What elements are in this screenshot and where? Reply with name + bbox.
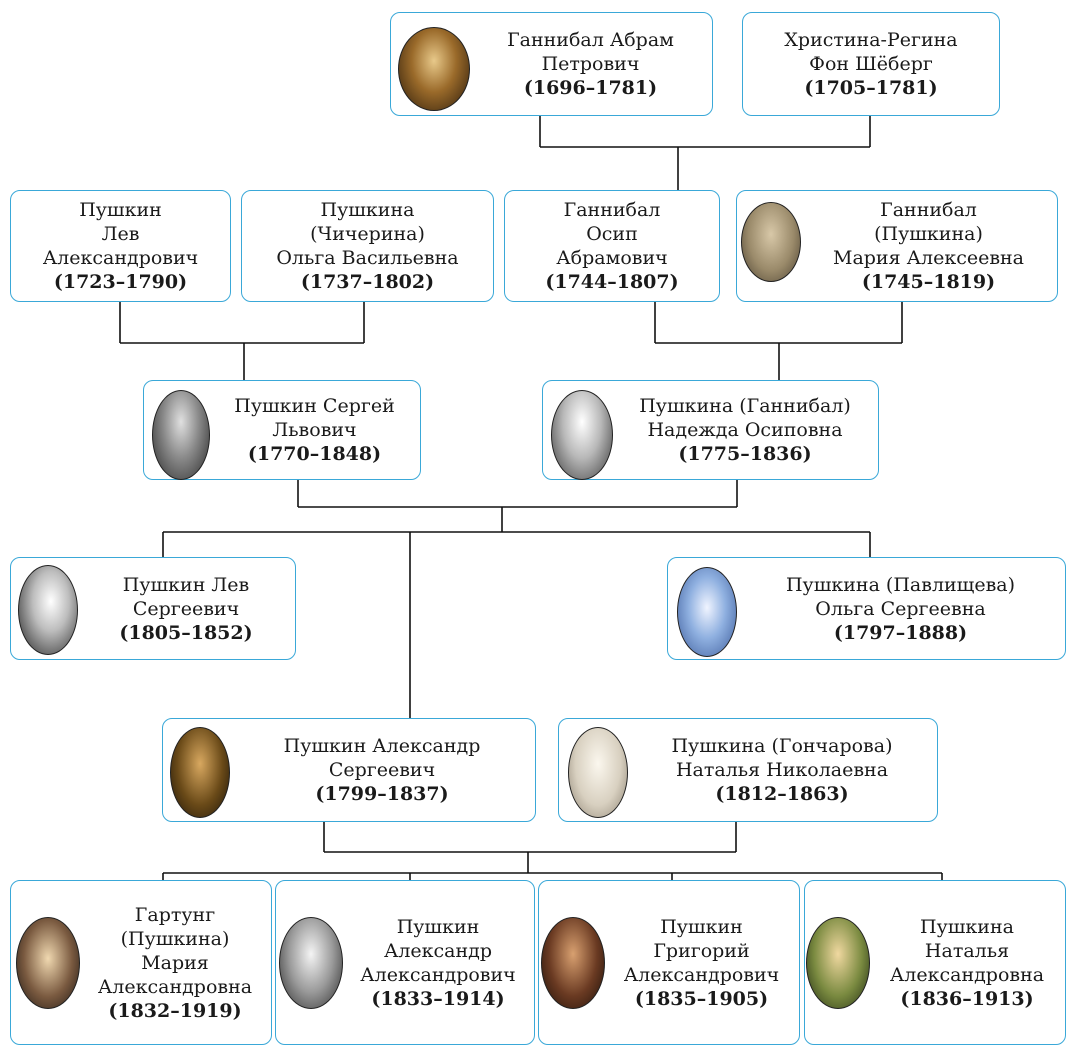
person-name-line: Петрович <box>541 53 640 75</box>
person-name-line: (Чичерина) <box>310 223 425 245</box>
person-name-line: (Пушкина) <box>874 223 983 245</box>
person-years: (1812–1863) <box>715 783 849 805</box>
person-name-line: Пушкин <box>660 915 743 938</box>
portrait-icon <box>541 917 605 1009</box>
person-name-line: Пушкина (Гончарова) <box>671 735 893 757</box>
portrait-icon <box>568 727 628 818</box>
person-name-line: Ганнибал <box>880 199 977 221</box>
person-name-line: Пушкин <box>79 199 162 221</box>
person-years: (1696–1781) <box>523 77 658 99</box>
person-name-line: Пушкин Александр <box>283 735 481 757</box>
person-name-line: (Пушкина) <box>120 927 230 950</box>
person-years: (1797–1888) <box>833 621 968 644</box>
person-name-line: Пушкин Сергей <box>234 395 395 417</box>
person-years: (1745–1819) <box>861 271 996 293</box>
person-name-line: Александрович <box>360 963 516 986</box>
person-name-line: Мария Алексеевна <box>832 247 1025 269</box>
person-name-line: Пушкин <box>396 915 480 938</box>
person-text: Пушкина (Гончарова)Наталья Николаевна(18… <box>633 719 931 821</box>
person-years: (1770–1848) <box>247 443 382 465</box>
person-name-line: Ганнибал Абрам <box>507 29 674 51</box>
person-name-line: Львович <box>272 419 357 441</box>
person-name-line: Александрович <box>42 247 199 269</box>
portrait-icon <box>18 565 78 655</box>
person-name-line: Пушкина (Ганнибал) <box>639 395 851 417</box>
person-name-line: Ольга Васильевна <box>276 247 459 269</box>
person-name-line: Александровна <box>889 963 1045 986</box>
person-name-line: Гартунг <box>134 903 216 926</box>
person-years: (1832–1919) <box>108 999 242 1022</box>
person-name-line: Александровна <box>97 975 253 998</box>
person-name-line: Ольга Сергеевна <box>815 597 986 620</box>
person-name-line: Пушкина <box>920 915 1014 938</box>
person-name-line: Христина-Регина <box>784 29 958 51</box>
person-name-line: Надежда Осиповна <box>647 419 843 441</box>
person-years: (1835–1905) <box>634 987 769 1010</box>
person-name-line: Пушкин Лев <box>122 573 250 596</box>
portrait-icon <box>741 202 801 282</box>
portrait-icon <box>806 917 870 1009</box>
person-name-line: Лев <box>101 223 140 245</box>
person-name-line: Сергеевич <box>328 759 436 781</box>
person-node-natalia-n: Пушкина (Гончарова)Наталья Николаевна(18… <box>558 718 938 822</box>
person-name-line: Александрович <box>623 963 780 986</box>
person-text: Ганнибал(Пушкина)Мария Алексеевна(1745–1… <box>806 191 1051 301</box>
person-text: Пушкина(Чичерина)Ольга Васильевна(1737–1… <box>248 191 487 301</box>
person-years: (1737–1802) <box>300 271 435 293</box>
portrait-icon <box>279 917 343 1009</box>
person-name-line: Наталья <box>924 939 1010 962</box>
person-years: (1799–1837) <box>315 783 449 805</box>
person-node-olga-v: Пушкина(Чичерина)Ольга Васильевна(1737–1… <box>241 190 494 302</box>
person-text: Пушкина (Павлищева)Ольга Сергеевна(1797–… <box>742 558 1059 659</box>
person-name-line: Григорий <box>653 939 750 962</box>
person-name-line: Абрамович <box>556 247 668 269</box>
person-name-line: Наталья Николаевна <box>675 759 889 781</box>
portrait-icon <box>170 727 230 818</box>
person-name-line: Осип <box>586 223 638 245</box>
person-years: (1705–1781) <box>804 77 938 99</box>
person-name-line: Пушкина <box>320 199 415 221</box>
person-name-line: Александр <box>383 939 493 962</box>
portrait-icon <box>398 27 470 111</box>
person-years: (1775–1836) <box>678 443 812 465</box>
person-name-line: Мария <box>141 951 209 974</box>
person-name-line: Ганнибал <box>563 199 661 221</box>
person-years: (1836–1913) <box>900 987 1034 1010</box>
portrait-icon <box>16 917 80 1009</box>
person-name-line: Фон Шёберг <box>809 53 933 75</box>
person-years: (1833–1914) <box>371 987 505 1010</box>
person-years: (1723–1790) <box>53 271 188 293</box>
person-years: (1805–1852) <box>119 621 253 644</box>
person-name-line: Сергеевич <box>132 597 240 620</box>
portrait-icon <box>551 390 613 480</box>
portrait-icon <box>152 390 210 480</box>
person-name-line: Пушкина (Павлищева) <box>785 573 1016 596</box>
person-text: Пушкина (Ганнибал)Надежда Осиповна(1775–… <box>618 381 872 479</box>
portrait-icon <box>677 567 737 657</box>
person-years: (1744–1807) <box>545 271 679 293</box>
